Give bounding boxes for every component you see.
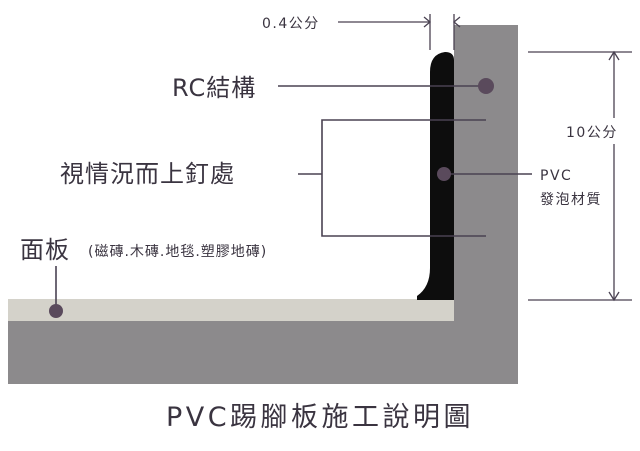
diagram-title: PVC踢腳板施工說明圖 [166,402,474,433]
thickness-dim-arrow-left [423,16,432,28]
rc-structure-marker [478,78,494,94]
pvc-skirting-board [417,52,454,300]
panel-marker [49,304,63,318]
rc-structure-label: RC結構 [172,74,256,102]
nailing-zone-bracket [321,119,486,237]
floor-slab [8,320,518,384]
panel-detail-label: (磁磚.木磚.地毯.塑膠地磚) [88,244,267,260]
panel-main-label: 面板 [20,236,70,264]
height-dim-arrow-bottom [608,291,620,302]
height-dimension-label: 10公分 [566,125,618,141]
thickness-dimension-label: 0.4公分 [262,16,320,32]
height-dim-arrow-top [608,50,620,61]
thickness-dim-arrow-right [452,16,461,28]
nailing-zone-label: 視情況而上釘處 [60,160,235,188]
pvc-material-marker [437,167,451,181]
floor-panel [8,299,454,321]
pvc-material-label-line1: PVC [540,168,572,184]
pvc-material-label-line2: 發泡材質 [540,192,602,208]
